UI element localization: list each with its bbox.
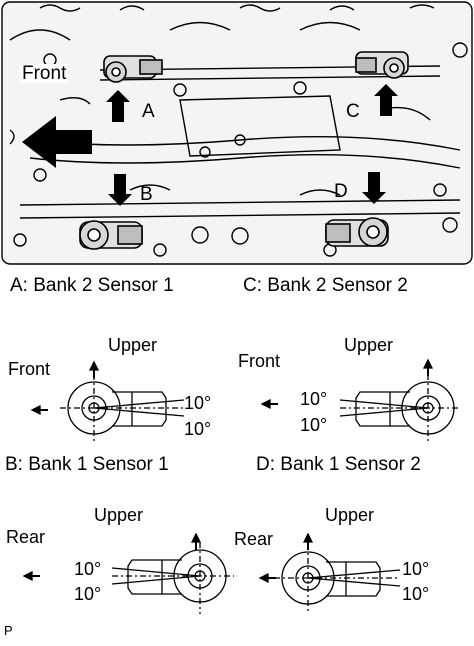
marker-arrow-d [362,172,386,204]
detail-b-caption: B: Bank 1 Sensor 1 [5,454,169,475]
caption-c: C: Bank 2 Sensor 2 [243,275,408,296]
sensor-a [103,55,163,83]
detail-a-angle-top: 10° [74,559,102,579]
sensor-c [355,51,409,79]
detail-b-angle-bottom: 10° [184,419,212,439]
detail-b-front-label: Front [8,359,51,379]
detail-c-drawing [258,532,401,612]
marker-arrow-b [108,174,132,206]
detail-b-drawing [30,360,185,442]
detail-a-drawing [22,532,234,614]
detail-d-front-label: Front [238,351,281,371]
figure-code: P [4,623,13,638]
detail-d-angle-top: 10° [300,389,328,409]
detail-c-rear-label: Rear [234,529,274,549]
marker-d-label: D [334,181,348,202]
marker-c-label: C [346,101,360,122]
marker-b-label: B [140,184,153,205]
marker-a-label: A [142,101,155,122]
detail-a-angle-bottom: 10° [74,584,102,604]
detail-d-upper-label: Upper [344,335,394,355]
marker-arrow-c [374,84,398,116]
front-label: Front [20,63,69,84]
front-direction-arrow [22,116,92,168]
detail-c-angle-bottom: 10° [402,584,430,604]
detail-d-drawing [260,358,460,442]
sensor-d [325,217,389,247]
detail-a-rear-label: Rear [6,527,46,547]
caption-a: A: Bank 2 Sensor 1 [10,275,174,296]
detail-c-angle-top: 10° [402,559,430,579]
sensor-b [79,220,143,250]
detail-c-upper-label: Upper [325,505,375,525]
marker-arrow-a [106,90,130,122]
detail-b-upper-label: Upper [108,335,158,355]
detail-b-angle-top: 10° [184,393,212,413]
detail-d-caption: D: Bank 1 Sensor 2 [256,454,421,475]
detail-d-angle-bottom: 10° [300,415,328,435]
detail-a-upper-label: Upper [94,505,144,525]
